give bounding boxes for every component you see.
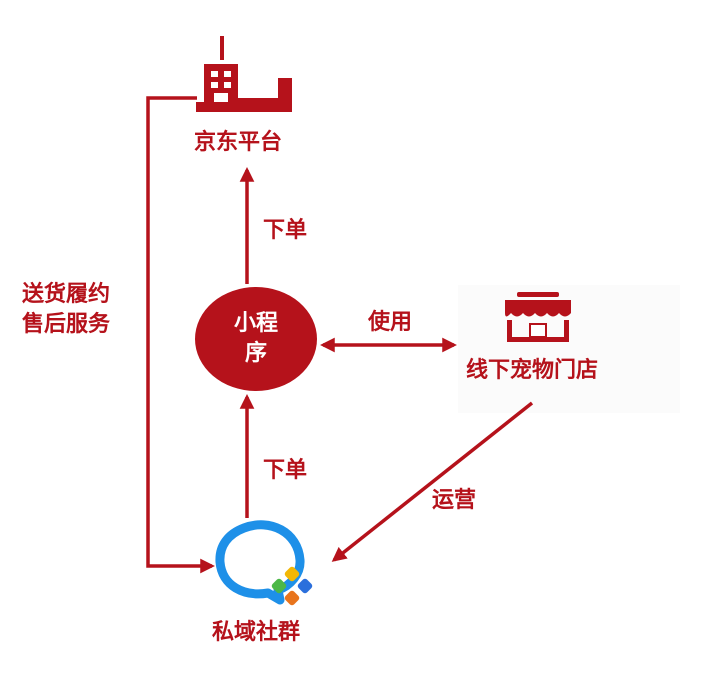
private-community-label: 私域社群 bbox=[212, 620, 301, 645]
connectors bbox=[146, 96, 534, 574]
order-top-label: 下单 bbox=[263, 218, 308, 243]
offline-store-label: 线下宠物门店 bbox=[466, 358, 599, 383]
mini-program-node: 小程 序 bbox=[195, 287, 317, 391]
use-label: 使用 bbox=[368, 310, 413, 335]
fulfillment-label-line1: 送货履约 bbox=[22, 282, 111, 307]
mini-program-label-line2: 序 bbox=[244, 341, 267, 366]
arrow-jd-to-community bbox=[146, 96, 215, 574]
storefront-icon bbox=[505, 292, 571, 342]
office-building-icon bbox=[196, 36, 292, 112]
fulfillment-label-line2: 售后服务 bbox=[22, 312, 111, 337]
jd-platform-label: 京东平台 bbox=[194, 130, 283, 155]
order-bottom-label: 下单 bbox=[263, 458, 308, 483]
wecom-chat-icon bbox=[215, 520, 313, 606]
mini-program-label-line1: 小程 bbox=[233, 311, 278, 336]
arrow-store-to-community bbox=[331, 401, 534, 562]
operate-label: 运营 bbox=[432, 488, 477, 513]
